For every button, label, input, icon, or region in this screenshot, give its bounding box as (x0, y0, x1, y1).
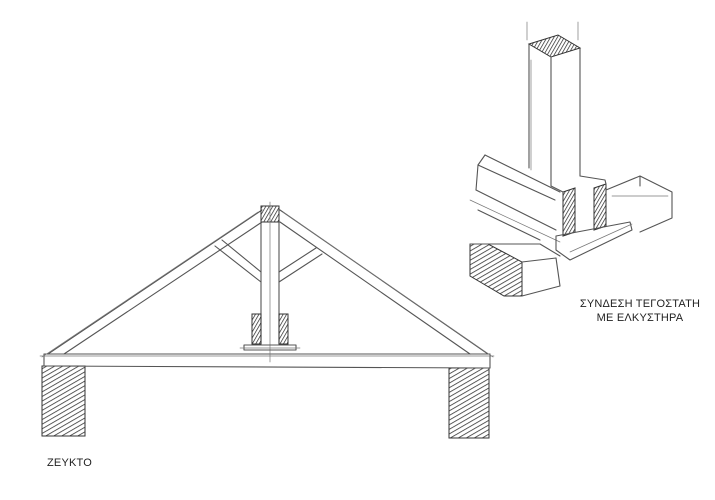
tie-beam (39, 353, 495, 369)
detail-caption-line-2: ΜΕ ΕΛΚΥΣΤΗΡΑ (596, 312, 684, 324)
left-rafter (41, 209, 263, 358)
right-support-pier (448, 367, 490, 439)
detail-base-plate (555, 221, 633, 261)
truss-drawing (39, 201, 495, 439)
detail-side-plates (550, 175, 607, 237)
king-post (260, 201, 280, 363)
king-post-stirrup (239, 313, 301, 351)
detail-tie-beam (469, 154, 561, 243)
left-support-pier (41, 365, 86, 437)
detail-lower-block (469, 243, 561, 297)
detail-king-post (526, 21, 582, 187)
truss-caption: ΖΕΥΚΤΟ (47, 457, 93, 469)
right-rafter (279, 209, 494, 358)
connection-detail-drawing (469, 21, 673, 297)
detail-cross-beam (605, 175, 673, 233)
left-strut (214, 239, 262, 283)
detail-caption: ΣΥΝΔΕΣΗ ΤΕΓΟΣΤΑΤΗ ΜΕ ΕΛΚΥΣΤΗΡΑ (570, 297, 710, 325)
right-strut (278, 247, 323, 283)
detail-caption-line-1: ΣΥΝΔΕΣΗ ΤΕΓΟΣΤΑΤΗ (579, 298, 701, 310)
